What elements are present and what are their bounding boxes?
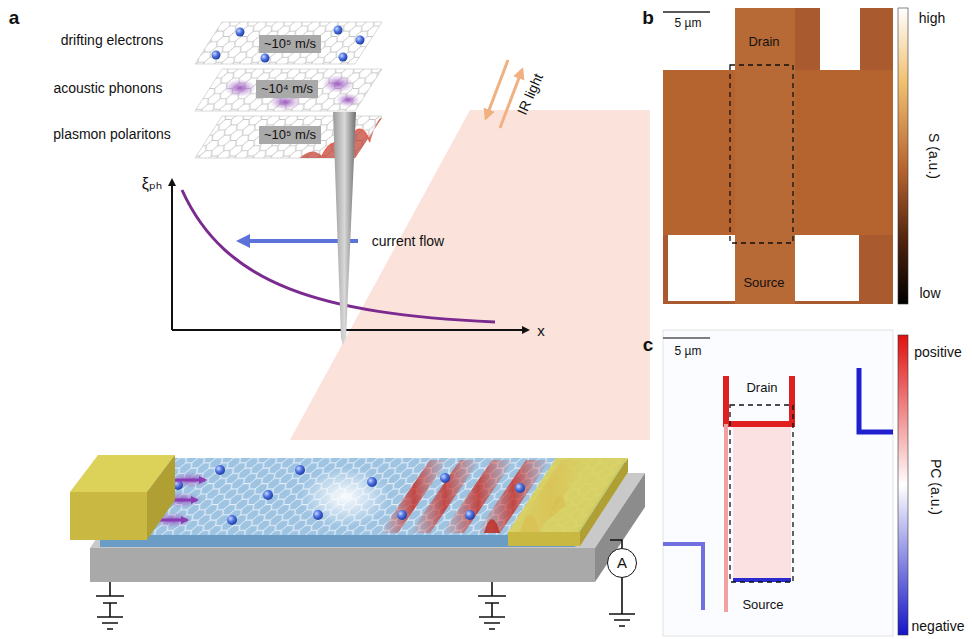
device	[70, 455, 645, 582]
electrons	[212, 26, 365, 63]
scale-label: 5 µm	[675, 17, 702, 31]
contact-pad	[795, 235, 859, 301]
panel-letter: b	[642, 7, 654, 29]
electron	[367, 477, 377, 487]
electron	[236, 28, 245, 37]
negative-signal	[663, 544, 703, 610]
channel-strip	[735, 8, 795, 304]
near-field-map	[663, 8, 893, 304]
colorbar-title: S (a.u.)	[926, 133, 942, 179]
scale-label: 5 µm	[675, 345, 702, 359]
dielectric-front	[100, 535, 575, 547]
electrode-label: Source	[743, 276, 784, 291]
electrode-label: Source	[742, 598, 783, 613]
contact-pad	[668, 235, 735, 301]
electron	[356, 36, 365, 45]
afm-tip	[333, 112, 356, 345]
electrode-side	[147, 455, 175, 540]
colorbar	[898, 8, 908, 304]
y-axis	[171, 180, 173, 330]
layer-label: plasmon polaritons	[53, 126, 171, 142]
panel-b-image	[663, 8, 908, 304]
source-ground	[478, 582, 506, 629]
phonon-blob	[336, 93, 360, 107]
speed-box: ~10⁴ m/s	[256, 80, 318, 98]
scale-bar	[663, 11, 710, 13]
arrow-label: current flow	[372, 233, 444, 249]
colorbar	[898, 335, 908, 635]
photocurrent-map	[663, 330, 893, 636]
ir-arrow-in	[486, 60, 508, 118]
colorbar-title: PC (a.u.)	[928, 459, 944, 515]
electron	[227, 515, 237, 525]
graphene-lattice	[195, 69, 382, 111]
phonon-blob	[224, 79, 256, 97]
graphene-sheet	[195, 22, 382, 64]
colorbar-label: high	[919, 10, 945, 26]
electron	[263, 490, 273, 500]
panel-letter: c	[643, 334, 654, 356]
contact-pad	[663, 8, 735, 70]
dashed-outline	[730, 65, 793, 243]
faint-signal	[724, 424, 728, 612]
electron	[295, 465, 305, 475]
electron	[334, 26, 343, 35]
electron	[313, 510, 323, 520]
electron	[465, 510, 475, 520]
channel-signal	[733, 425, 791, 580]
tip-glow	[300, 467, 390, 527]
speed-box: ~10⁵ m/s	[259, 126, 321, 144]
electron	[397, 510, 407, 520]
drain-signal	[726, 376, 792, 424]
colorbar-label: positive	[914, 344, 961, 360]
contact-pad	[820, 8, 860, 70]
gate-ground	[96, 582, 124, 629]
substrate-front	[90, 548, 595, 582]
phonons	[224, 75, 360, 110]
electron	[215, 465, 225, 475]
right-electrode	[508, 458, 628, 546]
ir-beam	[290, 110, 650, 440]
electron	[515, 483, 525, 493]
layer-label: acoustic phonons	[54, 80, 163, 96]
colorbar-label: negative	[912, 618, 965, 634]
graphene-lattice	[195, 22, 382, 64]
negative-signal	[859, 368, 893, 432]
axis-label: ξₚₕ	[142, 175, 162, 193]
electrode-label: Drain	[746, 381, 777, 396]
colorbar-label: low	[919, 285, 940, 301]
x-axis	[172, 329, 528, 331]
device-electrons	[173, 465, 525, 525]
electron	[339, 53, 348, 62]
node-text: A	[617, 555, 627, 572]
phonon-blob	[170, 472, 210, 488]
layer-label: drifting electrons	[61, 32, 164, 48]
circuit	[96, 540, 635, 629]
phonon-blob	[322, 75, 354, 93]
phonon-arrow	[158, 519, 187, 522]
left-electrode	[70, 455, 175, 540]
electrode-side	[580, 458, 628, 546]
electrode-front	[508, 532, 580, 546]
scale-bar	[663, 337, 710, 339]
node-text: ~10⁴ m/s	[261, 82, 313, 96]
node-text: ~10⁵ m/s	[264, 128, 316, 142]
ammeter-symbol: A	[607, 548, 637, 578]
panel-c-image	[663, 330, 908, 636]
electrode-label: Drain	[748, 35, 779, 50]
speed-box: ~10⁵ m/s	[259, 35, 321, 53]
graphene-sheet	[195, 69, 382, 111]
panel-letter: a	[9, 7, 20, 29]
electron	[261, 54, 270, 63]
electron	[212, 51, 221, 60]
phonon-arrow	[176, 479, 205, 482]
dashed-outline	[730, 405, 793, 582]
node-text: ~10⁵ m/s	[264, 37, 316, 51]
electron	[440, 473, 450, 483]
electrode-front	[70, 492, 147, 540]
axis-label: x	[537, 322, 545, 339]
